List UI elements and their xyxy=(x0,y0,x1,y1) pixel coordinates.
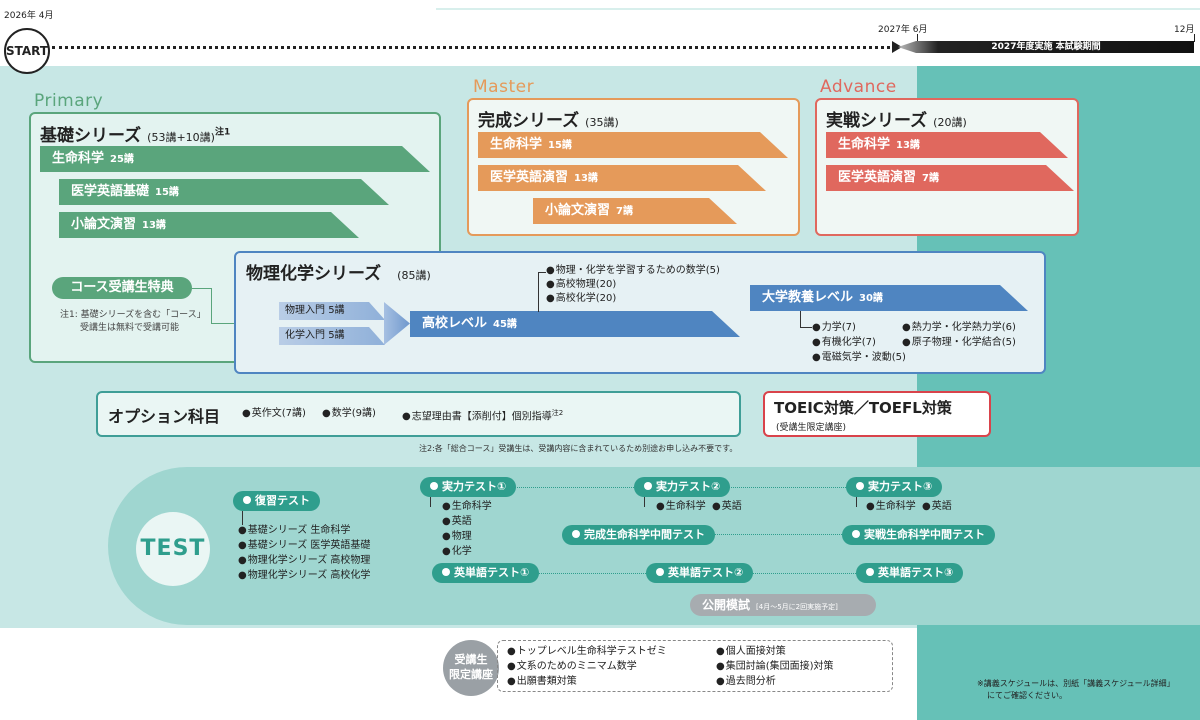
jitsuryoku-2-connector xyxy=(644,497,645,507)
jitsuryoku-1-item: 化学 xyxy=(442,544,472,559)
intro-physics-bar[interactable]: 物理入門 5講 xyxy=(279,302,385,320)
option-item: 数学(9講) xyxy=(322,406,376,421)
university-item: 原子物理・化学結合(5) xyxy=(902,335,1016,350)
limited-item: 出願書類対策 xyxy=(507,674,577,689)
butsuri-series-title: 物理化学シリーズ(85講) xyxy=(246,264,431,284)
intro-chemistry-bar[interactable]: 化学入門 5講 xyxy=(279,327,385,345)
timeline-exam-start: 2027年 6月 xyxy=(878,25,928,35)
jitsuryoku-1-item: 生命科学 xyxy=(442,499,492,514)
option-item: 英作文(7講) xyxy=(242,406,306,421)
footer-note-1: ※講義スケジュールは、別紙「講義スケジュール詳細」 xyxy=(977,679,1175,688)
jitsuryoku-3-connector xyxy=(856,497,857,507)
jissen-midterm-pill[interactable]: 実戦生命科学中間テスト xyxy=(842,525,995,545)
university-connector-h xyxy=(800,327,812,328)
review-item: 基礎シリーズ 医学英語基礎 xyxy=(238,538,371,553)
course-benefit-pill: コース受講生特典 xyxy=(52,277,192,299)
kansei-midterm-pill[interactable]: 完成生命科学中間テスト xyxy=(562,525,715,545)
jitsuryoku-1-connector xyxy=(430,497,431,507)
limited-box xyxy=(497,640,893,692)
timeline-arrow-icon xyxy=(892,41,902,53)
exam-start-tick xyxy=(917,34,918,42)
jitsuryoku-3-item: 生命科学 xyxy=(866,499,916,514)
midterm-dotted xyxy=(702,534,842,535)
high-school-item: 高校化学(20) xyxy=(546,291,617,306)
jitsuryoku-2-item: 英語 xyxy=(712,499,742,514)
jitsuryoku-1-item: 英語 xyxy=(442,514,472,529)
university-item: 力学(7) xyxy=(812,320,856,335)
toeic-box xyxy=(763,391,991,437)
review-item: 基礎シリーズ 生命科学 xyxy=(238,523,351,538)
high-school-item: 高校物理(20) xyxy=(546,277,617,292)
jitsuryoku-1-item: 物理 xyxy=(442,529,472,544)
university-item: 電磁気学・波動(5) xyxy=(812,350,906,365)
university-item: 有機化学(7) xyxy=(812,335,876,350)
timeline-dotted-line xyxy=(52,46,896,49)
toeic-title: TOEIC対策／TOEFL対策 xyxy=(774,399,952,417)
option-footnote: 注2:各「総合コース」受講生は、受講内容に含まれているため別途お申し込み不要です… xyxy=(419,444,738,453)
timeline-start-date: 2026年 4月 xyxy=(4,11,54,21)
limited-item: 過去問分析 xyxy=(716,674,776,689)
jitsuryoku-test-3-pill[interactable]: 実力テスト③ xyxy=(846,477,943,497)
high-school-connector-v xyxy=(538,272,539,312)
high-school-connector-h xyxy=(538,272,546,273)
limited-item: 個人面接対策 xyxy=(716,644,786,659)
review-item: 物理化学シリーズ 高校化学 xyxy=(238,568,371,583)
vocab-test-3-pill[interactable]: 英単語テスト③ xyxy=(856,563,964,583)
timeline-exam-end: 12月 xyxy=(1174,25,1195,35)
vocab-test-1-pill[interactable]: 英単語テスト① xyxy=(432,563,540,583)
section-advance: Advance xyxy=(820,77,897,97)
jissen-series-title: 実戦シリーズ(20講) xyxy=(826,111,967,131)
timeline-top-rule xyxy=(436,8,1200,10)
kansei-series-title: 完成シリーズ(35講) xyxy=(478,111,619,131)
review-connector xyxy=(242,511,243,525)
benefit-connector-v xyxy=(211,288,212,324)
jitsuryoku-test-2-pill[interactable]: 実力テスト② xyxy=(634,477,731,497)
section-primary: Primary xyxy=(34,91,104,111)
footer-note-2: にてご確認ください。 xyxy=(987,691,1067,700)
vocab-dotted-2 xyxy=(744,573,858,574)
course-benefit-note-2: 受講生は無料で受講可能 xyxy=(80,323,180,333)
jitsuryoku-2-item: 生命科学 xyxy=(656,499,706,514)
jitsuryoku-dotted-1 xyxy=(510,487,634,488)
high-school-item: 物理・化学を学習するための数学(5) xyxy=(546,263,720,278)
limited-item: 文系のためのミニマム数学 xyxy=(507,659,637,674)
section-master: Master xyxy=(473,77,535,97)
option-title: オプション科目 xyxy=(108,407,221,426)
review-test-pill[interactable]: 復習テスト xyxy=(233,491,320,511)
vocab-test-2-pill[interactable]: 英単語テスト② xyxy=(646,563,754,583)
vocab-dotted-1 xyxy=(532,573,646,574)
limited-item: 集団討論(集団面接)対策 xyxy=(716,659,834,674)
kiso-series-title: 基礎シリーズ(53講+10講)注1 xyxy=(40,126,231,146)
university-connector-v xyxy=(800,311,801,327)
test-circle: TEST xyxy=(136,512,210,586)
option-item: 志望理由書【添削付】個別指導注2 xyxy=(402,406,563,424)
toeic-sub: (受講生限定講座) xyxy=(776,423,847,433)
limited-item: トップレベル生命科学テストゼミ xyxy=(507,644,667,659)
exam-period-band-bottom xyxy=(917,628,1200,720)
exam-period-bar: 2027年度実施 本試験期間 xyxy=(898,41,1194,53)
benefit-connector-h xyxy=(192,288,212,289)
jitsuryoku-3-item: 英語 xyxy=(922,499,952,514)
jitsuryoku-test-1-pill[interactable]: 実力テスト① xyxy=(420,477,517,497)
jitsuryoku-dotted-2 xyxy=(722,487,846,488)
exam-end-tick xyxy=(1194,34,1195,42)
limited-badge: 受講生限定講座 xyxy=(443,640,499,696)
course-benefit-note-1: 注1: 基礎シリーズを含む「コース」 xyxy=(60,310,206,320)
review-item: 物理化学シリーズ 高校物理 xyxy=(238,553,371,568)
university-item: 熱力学・化学熱力学(6) xyxy=(902,320,1016,335)
start-circle: START xyxy=(4,28,50,74)
mock-exam-pill[interactable]: 公開模試[4月～5月に2回実施予定] xyxy=(690,594,876,616)
